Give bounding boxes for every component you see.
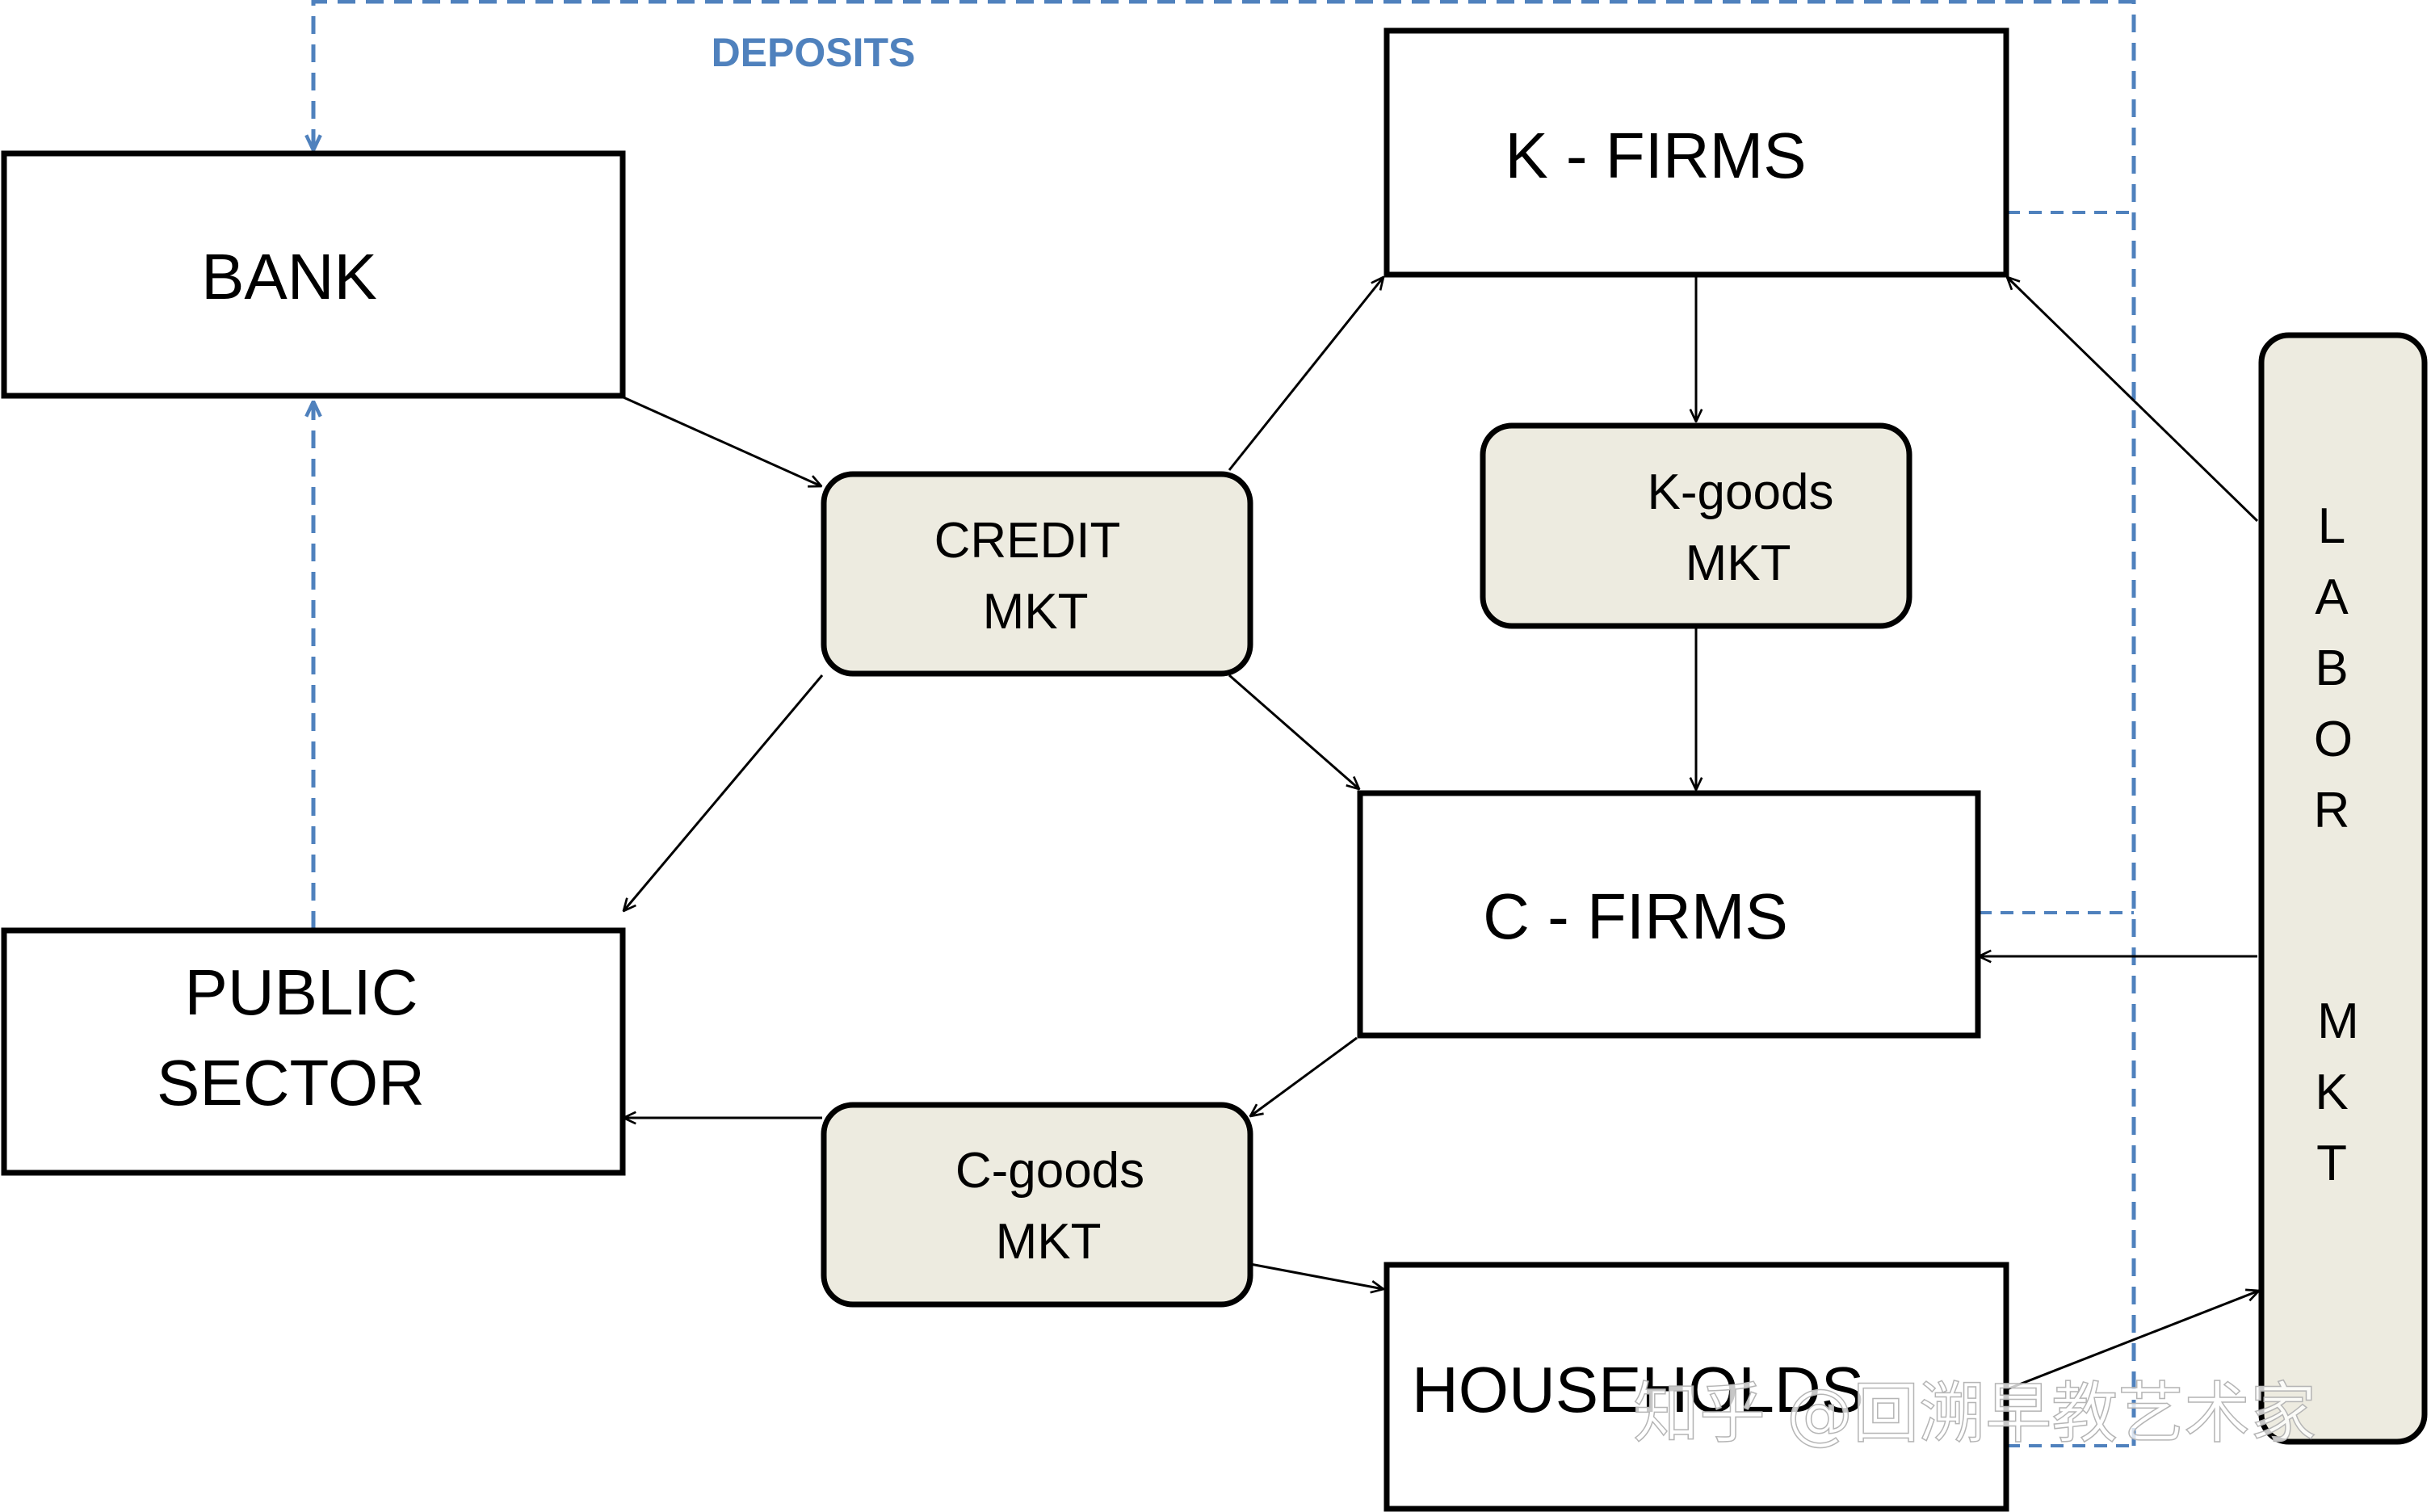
credit-to-c-firms-arrow [1228,674,1359,789]
labor-mkt-letter-a: A [2315,569,2349,625]
c-goods-mkt-label-line1: C-goods [955,1143,1144,1199]
deposit-flows: DEPOSITS [313,0,2136,1447]
public-sector-label-line2: SECTOR [157,1047,425,1119]
k-goods-mkt-label-line1: K-goods [1648,464,1834,520]
credit-mkt-label-line1: CREDIT [934,513,1121,569]
labor-mkt-letter-m: M [2317,993,2359,1049]
households-label: HOUSEHOLDS [1412,1354,1864,1426]
c-goods-mkt-box: C-goods MKT [821,1102,1253,1308]
bank-to-credit-arrow [623,396,821,486]
deposits-label: DEPOSITS [712,30,916,75]
watermark: 知乎 @回溯早教艺术家 [1633,1376,2316,1452]
deposits-flow-line [313,0,2136,1446]
bank-box: BANK [1,150,626,399]
labor-mkt-letter-l: L [2318,498,2345,554]
c-firms-to-c-goods-arrow [1250,1036,1358,1116]
credit-to-public-arrow [623,674,824,911]
public-sector-box: PUBLIC SECTOR [1,927,626,1176]
c-goods-mkt-label-line2: MKT [996,1214,1102,1270]
labor-mkt-box: L A B O R M K T [2258,332,2428,1445]
credit-to-k-firms-arrow [1228,277,1383,471]
households-box: HOUSEHOLDS [1383,1262,2009,1512]
labor-mkt-letter-o: O [2314,712,2353,767]
labor-mkt-letter-b: B [2315,640,2348,696]
flow-arrows [623,277,2259,1391]
k-goods-mkt-label-line2: MKT [1686,536,1791,591]
k-firms-label: K - FIRMS [1505,120,1806,191]
labor-mkt-letter-t: T [2316,1136,2347,1191]
k-firms-box: K - FIRMS [1383,27,2009,278]
c-goods-to-households-arrow [1249,1262,1383,1289]
k-goods-mkt-box: K-goods MKT [1480,422,1912,629]
labor-mkt-letter-k: K [2315,1065,2348,1120]
labor-mkt-letter-r: R [2314,783,2350,838]
labor-to-k-firms-arrow [2007,277,2259,523]
households-to-labor-arrow [2006,1291,2259,1391]
c-firms-box: C - FIRMS [1357,790,1981,1039]
credit-mkt-box: CREDIT MKT [821,471,1253,677]
public-sector-label-line1: PUBLIC [185,956,418,1028]
bank-label: BANK [201,241,377,313]
credit-mkt-label-line2: MKT [983,584,1089,640]
c-firms-label: C - FIRMS [1483,880,1788,952]
